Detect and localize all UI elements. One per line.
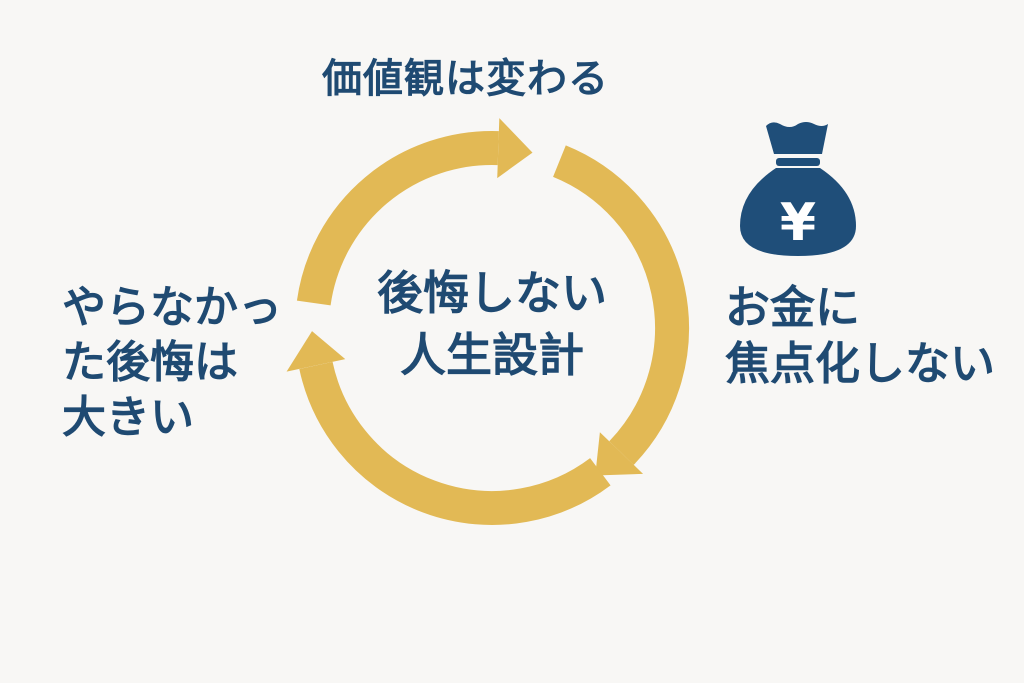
arrow-top-head xyxy=(497,118,533,179)
center-label: 後悔しない 人生設計 xyxy=(360,262,624,386)
right-line-2: 焦点化しない xyxy=(725,337,996,390)
arrow-right-head xyxy=(595,432,644,476)
left-line-1: やらなかっ xyxy=(62,282,282,333)
left-line-2: た後悔は xyxy=(62,337,238,388)
center-line-1: 後悔しない xyxy=(377,266,607,320)
center-line-2: 人生設計 xyxy=(400,328,584,382)
left-label: やらなかっ た後悔は 大きい xyxy=(62,280,282,445)
arrow-bottom-left-body xyxy=(299,361,611,525)
arrow-bottom-left-head xyxy=(286,331,346,372)
left-line-3: 大きい xyxy=(62,392,194,443)
arrow-top-body xyxy=(296,131,499,306)
arrow-right-body xyxy=(552,145,689,465)
right-line-1: お金に xyxy=(725,281,861,334)
right-label: お金に 焦点化しない xyxy=(725,280,995,392)
title-values-change: 価値観は変わる xyxy=(322,56,609,102)
